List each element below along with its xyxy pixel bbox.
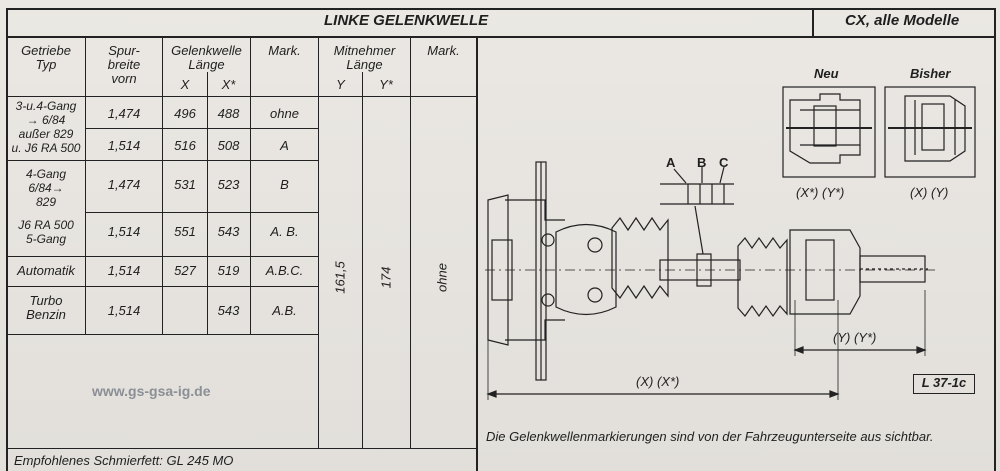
col-rule bbox=[250, 36, 251, 334]
header-rule bbox=[6, 36, 996, 38]
cell-mark: B bbox=[280, 177, 289, 192]
col-rule bbox=[410, 36, 411, 448]
row-rule bbox=[6, 256, 318, 257]
header-bottom-rule bbox=[6, 96, 476, 97]
bisher-dimensions: (X) (Y) bbox=[910, 185, 949, 200]
cell-mark: A.B. bbox=[272, 303, 297, 318]
col-rule bbox=[318, 36, 319, 448]
col-rule bbox=[162, 36, 163, 334]
cell-mark: ohne bbox=[270, 106, 299, 121]
col-header-mark-2: Mark. bbox=[427, 43, 460, 58]
cell-mark: A bbox=[280, 138, 289, 153]
cell-x: 531 bbox=[174, 177, 196, 192]
cell-spur: 1,474 bbox=[107, 106, 141, 121]
row-rule bbox=[85, 212, 318, 213]
cell-spur: 1,514 bbox=[107, 263, 141, 278]
header-divider bbox=[812, 8, 814, 36]
row-rule bbox=[6, 286, 318, 287]
marker-c: C bbox=[719, 155, 729, 170]
col-header-x: X bbox=[180, 77, 190, 92]
cell-x-star: 508 bbox=[217, 138, 240, 153]
cell-spur: 1,514 bbox=[107, 138, 141, 153]
label-bisher: Bisher bbox=[910, 66, 951, 81]
col-header-mark: Mark. bbox=[268, 43, 301, 58]
figure-reference: L 37-1c bbox=[913, 374, 975, 394]
label-neu: Neu bbox=[814, 66, 839, 81]
page-title: LINKE GELENKWELLE bbox=[324, 12, 489, 29]
col-rule bbox=[85, 36, 86, 334]
col-rule bbox=[362, 72, 363, 448]
col-header-y-star: Y* bbox=[379, 77, 393, 92]
figure-caption: Die Gelenkwellenmarkierungen sind von de… bbox=[486, 429, 934, 444]
cell-x: 496 bbox=[174, 106, 196, 121]
cell-x-star: 523 bbox=[217, 177, 240, 192]
cell-spur: 1,514 bbox=[107, 303, 141, 318]
left-border bbox=[6, 8, 8, 471]
row-rule bbox=[6, 160, 318, 161]
cell-x-star: 519 bbox=[217, 263, 240, 278]
cell-x: 516 bbox=[174, 138, 196, 153]
model-label: CX, alle Modelle bbox=[845, 12, 960, 29]
cell-spur: 1,514 bbox=[107, 224, 141, 239]
top-border bbox=[6, 8, 996, 10]
col-header-y: Y bbox=[336, 77, 345, 92]
cell-mark: A. B. bbox=[270, 224, 299, 239]
col-rule bbox=[207, 72, 208, 334]
watermark: www.gs-gsa-ig.de bbox=[92, 383, 211, 399]
detail-box-bisher bbox=[884, 86, 976, 178]
cell-x: 527 bbox=[174, 263, 196, 278]
right-border bbox=[994, 8, 996, 471]
cell-x-star: 543 bbox=[217, 224, 240, 239]
marker-a: A bbox=[666, 155, 676, 170]
footer-rule bbox=[6, 448, 476, 449]
detail-box-neu bbox=[782, 86, 876, 178]
row-rule bbox=[6, 334, 318, 335]
neu-dimensions: (X*) (Y*) bbox=[796, 185, 845, 200]
dimension-x: (X) (X*) bbox=[636, 374, 680, 389]
cell-mark: A.B.C. bbox=[265, 263, 304, 278]
cell-x-star: 543 bbox=[217, 303, 240, 318]
marker-b: B bbox=[697, 155, 707, 170]
table-figure-divider bbox=[476, 36, 478, 471]
cell-x-star: 488 bbox=[217, 106, 240, 121]
row-rule bbox=[85, 128, 318, 129]
cell-x: 551 bbox=[174, 224, 196, 239]
col-header-x-star: X* bbox=[221, 77, 236, 92]
row-typ-3: Automatik bbox=[17, 263, 75, 278]
cell-spur: 1,474 bbox=[107, 177, 141, 192]
dimension-y: (Y) (Y*) bbox=[833, 330, 877, 345]
lubricant-note: Empfohlenes Schmierfett: GL 245 MO bbox=[14, 453, 234, 468]
